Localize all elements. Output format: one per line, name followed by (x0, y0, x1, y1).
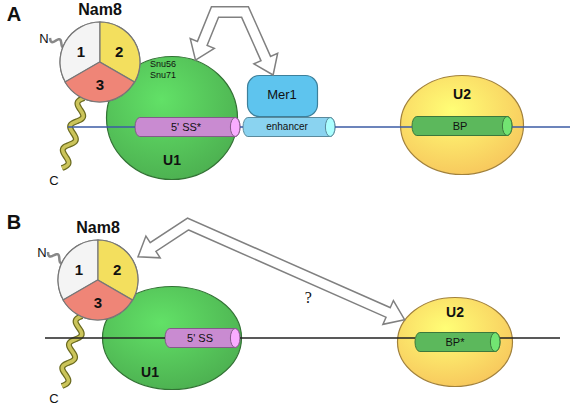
sequence-cylinder (135, 118, 240, 137)
terminus-label: N (37, 246, 46, 259)
node-cyl: 5' SS (165, 328, 240, 348)
node-text: 5' SS* (171, 122, 201, 133)
node-text: 3 (96, 77, 104, 92)
arrow-head (138, 236, 160, 258)
node-wedge: 3 (65, 62, 134, 102)
node-cyl: BP* (415, 332, 500, 352)
node-wedge: 3 (63, 280, 132, 320)
interaction-arrow (190, 12, 277, 75)
panel-letter: B (7, 212, 21, 232)
node-cyl: 5' SS* (135, 117, 240, 137)
node-text: 5' SS (187, 333, 213, 344)
arrow-body (150, 224, 392, 314)
rna-strand (512, 126, 570, 128)
node-text: BP* (446, 337, 465, 348)
protein-box (248, 76, 318, 117)
c-terminal-tail (62, 98, 84, 168)
c-terminal-tail (62, 98, 84, 168)
domain-wedge (63, 280, 132, 320)
arrow-outline (152, 224, 389, 313)
protein-circle (58, 240, 138, 320)
arrow-head (190, 38, 214, 60)
node-ellipse: U2BP* (397, 297, 513, 387)
sequence-cylinder (415, 333, 500, 352)
rna-strand (240, 337, 415, 339)
c-terminal-tail (62, 316, 82, 386)
node-circle: Nam8123 (58, 240, 138, 320)
arrow-outline (202, 12, 266, 59)
rna-strand (45, 337, 165, 339)
c-terminal-tail (62, 316, 82, 386)
node-ellipse: U2BP (400, 75, 524, 175)
node-circle: Nam8123 (60, 22, 140, 102)
node-text: 1 (77, 44, 85, 59)
cylinder-end (502, 117, 512, 136)
sequence-cylinder (243, 118, 335, 137)
rna-strand (240, 126, 243, 128)
domain-wedge (65, 62, 134, 102)
node-text: Mer1 (267, 88, 297, 101)
node-text: 3 (94, 295, 102, 310)
node-text: U1 (141, 365, 159, 379)
rna-strand (335, 126, 412, 128)
node-cyl: enhancer (243, 117, 335, 137)
arrow-body (201, 12, 268, 62)
protein-circle (60, 22, 140, 102)
cylinder-end (230, 329, 240, 348)
rna-strand (68, 126, 135, 128)
node-rrect: Mer1 (247, 75, 318, 117)
node-text: U1 (163, 153, 181, 167)
node-text: Nam8 (76, 220, 120, 236)
node-cyl: BP (412, 116, 512, 136)
terminus-label: C (49, 392, 58, 405)
node-text: 2 (115, 44, 123, 59)
particle-ellipse (398, 298, 513, 387)
rna-strand (500, 337, 560, 339)
node-text: 2 (113, 262, 121, 277)
arrow-head (254, 53, 278, 75)
node-text: Snu56 (150, 60, 176, 69)
node-text: U2 (453, 87, 471, 101)
node-text: enhancer (266, 122, 308, 132)
cylinder-end (230, 118, 240, 137)
cylinder-end (490, 333, 500, 352)
particle-ellipse (401, 76, 524, 175)
interaction-arrow (138, 224, 405, 324)
node-text: U2 (446, 305, 464, 319)
node-text: 1 (75, 262, 83, 277)
panel-letter: A (7, 4, 21, 24)
node-text: BP (453, 121, 468, 132)
arrow-head (383, 301, 405, 325)
node-text: Snu71 (150, 71, 176, 80)
terminus-label: N (39, 32, 48, 45)
sequence-cylinder (412, 117, 512, 136)
node-text: Nam8 (78, 2, 122, 18)
terminus-label: C (49, 174, 58, 187)
edge-label: ? (305, 290, 312, 306)
sequence-cylinder (165, 329, 240, 348)
cylinder-end (325, 118, 335, 137)
